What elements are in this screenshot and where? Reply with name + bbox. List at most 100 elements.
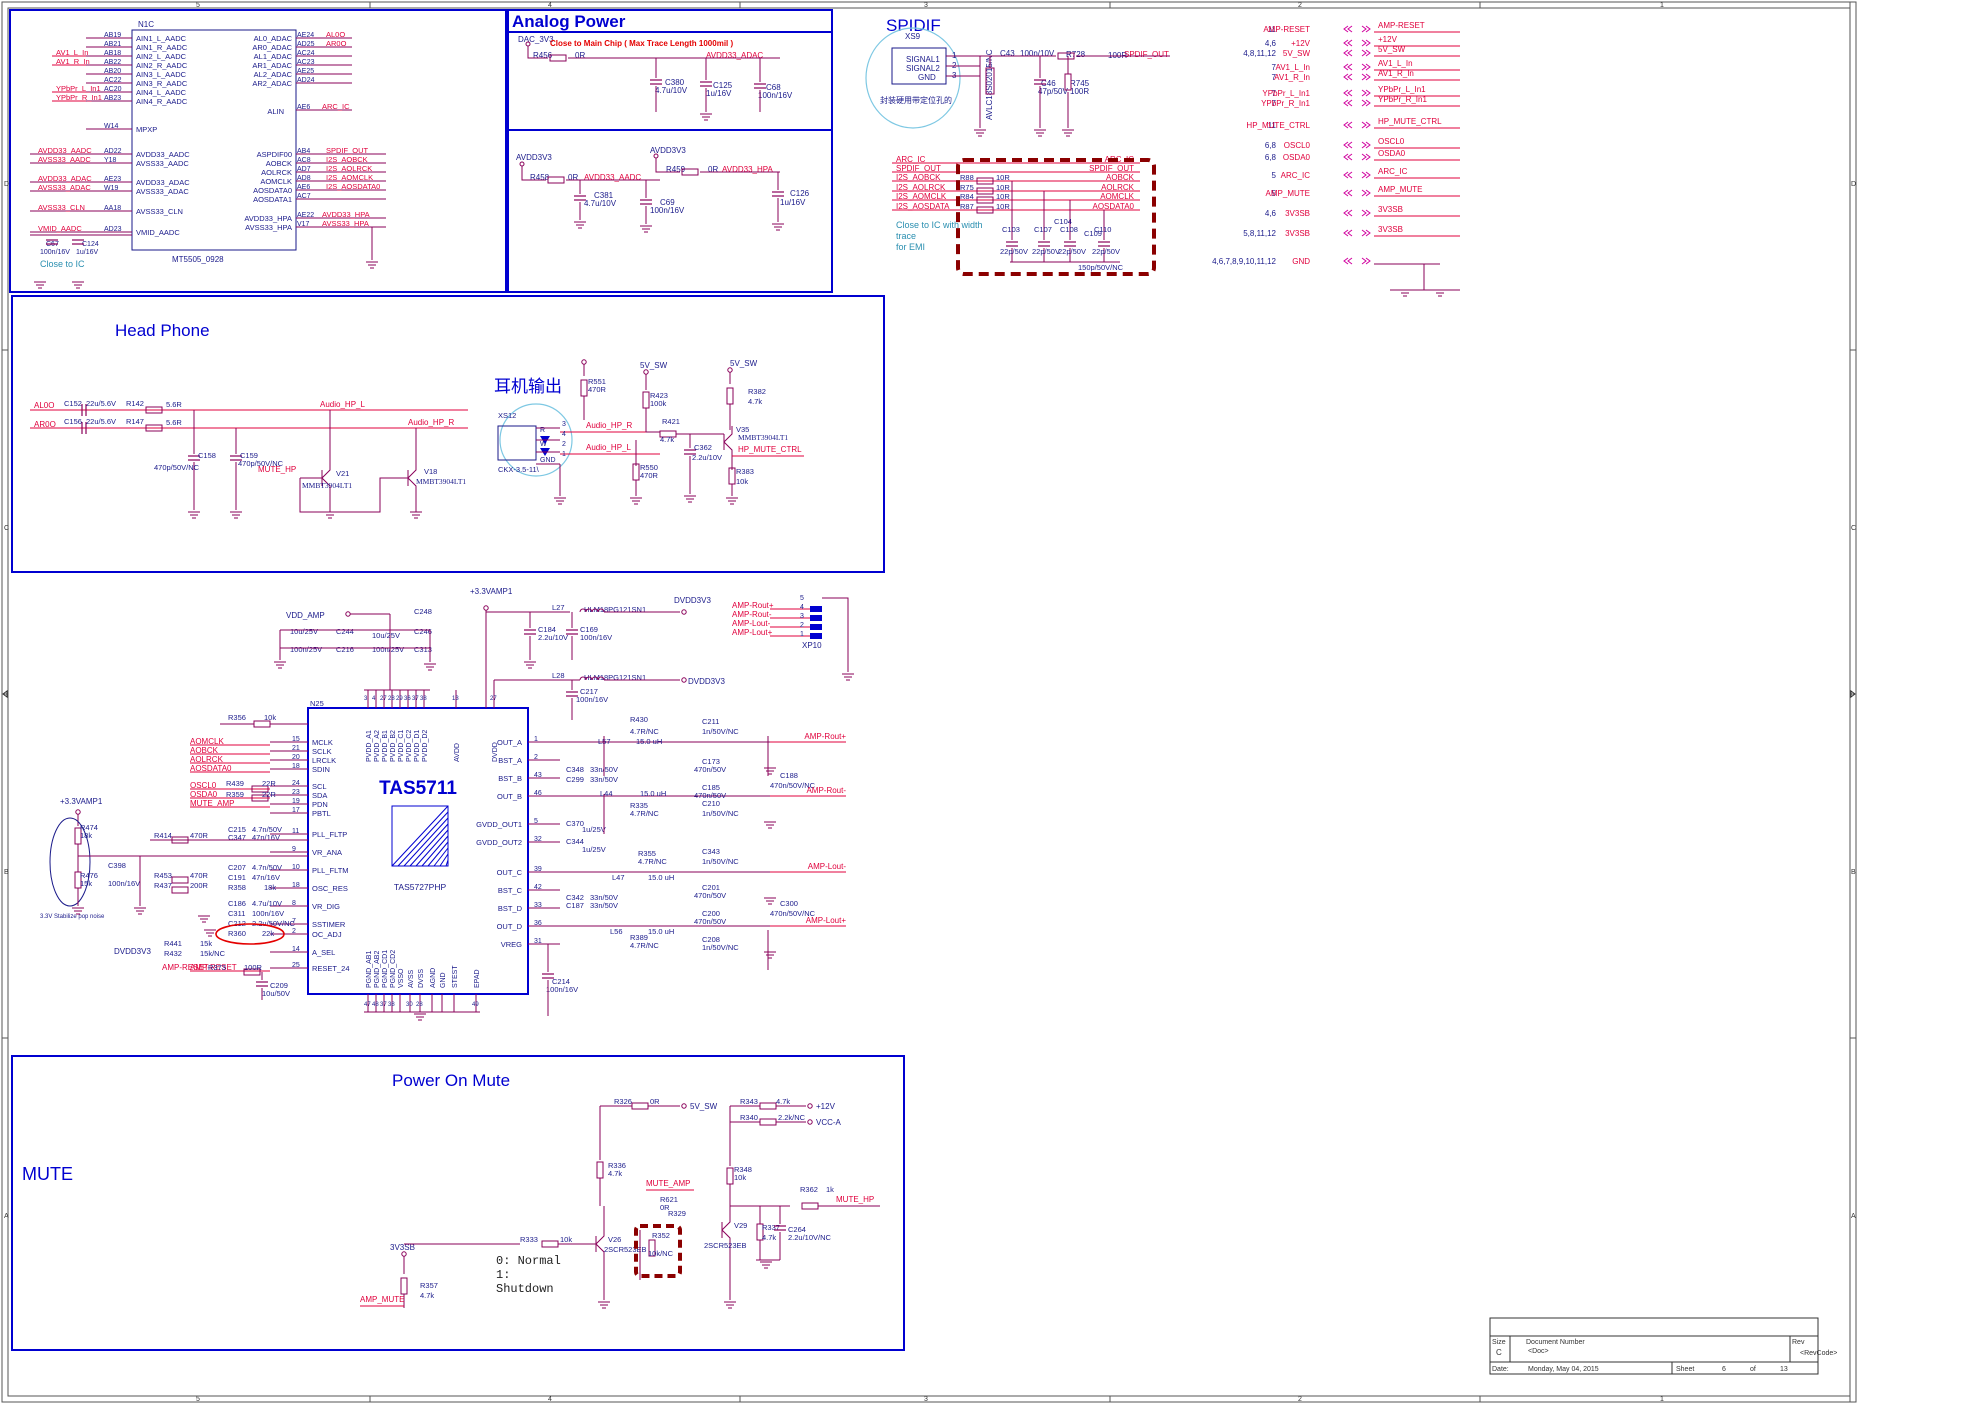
port-net-6: YPbPr_R_In1: [1378, 95, 1427, 104]
jack-net-r: Audio_HP_R: [586, 421, 632, 430]
amp-left-num-6: 19: [292, 798, 300, 805]
port-name-1: +12V: [1291, 39, 1311, 48]
mt-pwr-pin-3: AVSS33_ADAC: [136, 187, 189, 196]
r340-val: 2.2k/NC: [778, 1113, 806, 1122]
mt-aout-net-2: I2S_AOLRCK: [326, 164, 372, 173]
port-net-3: AV1_L_In: [1378, 59, 1413, 68]
c380-val: 4.7u/10V: [655, 86, 688, 95]
amp-out-net-2: AMP-Lout-: [808, 862, 847, 871]
amp-top-pin-4: PVDD_C1: [398, 730, 405, 762]
port-net-13: 3V3SB: [1378, 225, 1403, 234]
mt-alin-ball: AE6: [297, 104, 310, 111]
amp-left-pin-0: MCLK: [312, 738, 333, 747]
mt-pwr-net-3: AVSS33_ADAC: [38, 183, 91, 192]
n25-ref: N25: [310, 699, 324, 708]
r335-val: 4.7R/NC: [630, 809, 659, 818]
amp-left-pin-12: VR_DIG: [312, 902, 340, 911]
c264-val: 2.2u/10V/NC: [788, 1233, 832, 1242]
c187-val: 33n/50V: [590, 901, 618, 910]
port-num-0: 11: [1268, 25, 1277, 34]
c184-ref: C184: [538, 625, 556, 634]
c216-val: 100n/25V: [290, 645, 322, 654]
spidif-cn-note: 封装硬用带定位孔的: [880, 95, 952, 105]
i2s-res-val-3: 10R: [996, 202, 1010, 211]
c126-val: 1u/16V: [780, 198, 806, 207]
r343-ref: R343: [740, 1097, 758, 1106]
tas5727-part: TAS5727PHP: [394, 882, 447, 892]
c212-ref: C212: [228, 919, 246, 928]
c187-ref: C187: [566, 901, 584, 910]
c246-ref: C246: [414, 627, 432, 636]
c398-ref: C398: [108, 861, 126, 870]
port-name-5: YPbPr_L_In1: [1262, 89, 1310, 98]
i2s-right-net-1: SPDIF_OUT: [1089, 164, 1134, 173]
mt-aout-ball-3: AD8: [297, 175, 311, 182]
mt-right-ball-4: AE25: [297, 68, 314, 75]
r459-val: 0R: [708, 165, 718, 174]
hp-output-cn-title: 耳机输出: [494, 377, 562, 397]
amp-left-num-15: 14: [292, 946, 300, 953]
hp-net-l: Audio_HP_L: [320, 400, 365, 409]
c69-ref: C69: [660, 198, 675, 207]
border-col-bottom-3: 3: [924, 1396, 928, 1403]
pop-noise-note: 3.3V Stabilize pop noise: [40, 914, 105, 920]
r439-val: 22R: [262, 779, 276, 788]
r745-ref: R745: [1070, 79, 1090, 88]
hp-al0o: AL0O: [34, 401, 54, 410]
r550-ref: R550: [640, 463, 658, 472]
mt-right-pin-1: AR0_ADAC: [252, 43, 292, 52]
c210-ref: C210: [702, 799, 720, 808]
amp-right-num-6: 39: [534, 866, 542, 873]
amp-left-pin-11: OSC_RES: [312, 884, 348, 893]
r476-val: 15k: [80, 879, 92, 888]
amp-right-pin-2: BST_B: [498, 774, 522, 783]
xp10-net-3: AMP-Lout+: [732, 628, 773, 637]
block-mt5505: [9, 9, 507, 293]
amp-left-pin-1: SCLK: [312, 747, 332, 756]
amp-out-net-0: AMP-Rout+: [804, 732, 846, 741]
amp-left-pin-16: RESET_24: [312, 964, 350, 973]
r360-ref: R360: [228, 929, 246, 938]
c343-ref: C343: [702, 847, 720, 856]
mt5505-chip: [131, 29, 297, 251]
head-phone-title: Head Phone: [115, 321, 210, 340]
port-num-10: 5: [1272, 171, 1277, 180]
c343-val: 1n/50V/NC: [702, 857, 739, 866]
amp-top-num-3: 28: [388, 696, 395, 702]
l47-ref: L47: [612, 873, 625, 882]
c109-ref: C109: [1084, 229, 1102, 238]
r348-ref: R348: [734, 1165, 752, 1174]
c208-ref: C208: [702, 935, 720, 944]
mt-left-ball-3: AB22: [104, 59, 121, 66]
amp-bottom-num-5: 30: [406, 1002, 413, 1008]
i2s-right-net-0: ARC_IC: [1105, 155, 1135, 164]
mt-right-net-0: AL0O: [326, 30, 345, 39]
mute-vcca: VCC-A: [816, 1118, 842, 1127]
port-num-5: 7: [1272, 89, 1277, 98]
r423-ref: R423: [650, 391, 668, 400]
c344-ref: C344: [566, 837, 584, 846]
port-net-11: AMP_MUTE: [1378, 185, 1422, 194]
mt5505-part: MT5505_0928: [172, 255, 224, 264]
c207-val: 4.7n/50V: [252, 863, 282, 872]
c211-ref: C211: [702, 717, 719, 726]
c347-ref: C347: [228, 833, 246, 842]
block-analog-power-2: [507, 129, 833, 293]
r458-val: 0R: [568, 173, 578, 182]
border-row-right-C: C: [1851, 525, 1856, 532]
c67-val: 100n/16V: [40, 249, 70, 256]
port-net-10: ARC_IC: [1378, 167, 1408, 176]
mt-left-pin-7: AIN4_R_AADC: [136, 97, 188, 106]
mt-hpa-net-1: AVSS33_HPA: [322, 219, 369, 228]
mt-right-pin-4: AL2_ADAC: [254, 70, 293, 79]
c370-ref: C370: [566, 819, 584, 828]
c299-val: 33n/50V: [590, 775, 618, 784]
mute-amp-net: MUTE_AMP: [646, 1179, 690, 1188]
l27-part: HLM18PG121SN1: [584, 605, 646, 614]
port-net-0: AMP-RESET: [1378, 21, 1425, 30]
c370-val: 1u/25V: [582, 825, 606, 834]
xp10-net-2: AMP-Lout-: [732, 619, 771, 628]
xs9-ref: XS9: [905, 32, 921, 41]
c215-val: 4.7n/50V: [252, 825, 282, 834]
